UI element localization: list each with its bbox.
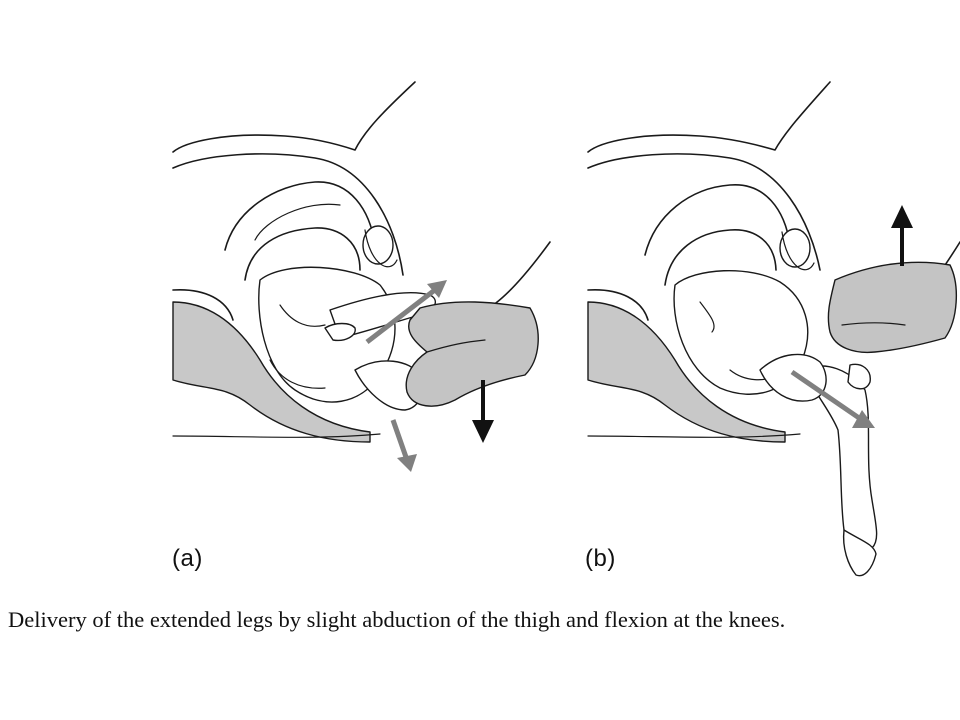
panel-a-illustration xyxy=(165,70,555,590)
pubic-symphysis xyxy=(779,228,811,268)
panel-a-label: (a) xyxy=(172,545,203,572)
fetal-arm xyxy=(699,301,715,333)
fetal-foot xyxy=(324,322,356,342)
leg-delivery-arrow xyxy=(790,369,875,428)
uterine-wall-inner-2 xyxy=(244,227,361,281)
uterine-wall-outer xyxy=(587,153,821,271)
fetal-knee xyxy=(847,363,871,390)
foot-direction-arrow xyxy=(390,419,417,472)
uterine-wall-inner xyxy=(644,184,791,256)
panel-b-illustration xyxy=(580,70,960,590)
abdominal-wall xyxy=(587,81,831,153)
fetal-buttock xyxy=(759,353,827,402)
upward-lift-arrow xyxy=(891,205,913,266)
maternal-thigh-line xyxy=(484,241,551,311)
panel-b-label: (b) xyxy=(585,545,616,572)
uterine-wall-outer xyxy=(172,153,404,276)
abdominal-wall xyxy=(172,81,416,153)
posterior-wall xyxy=(587,433,801,438)
hand-finger-line xyxy=(841,322,906,326)
uterine-cavity xyxy=(254,203,341,241)
fetal-arm xyxy=(279,304,326,327)
perineum-line xyxy=(172,289,234,321)
fetal-back-curve xyxy=(269,359,326,389)
operator-hand xyxy=(405,301,539,407)
pubic-symphysis xyxy=(362,225,394,265)
uterine-wall-inner xyxy=(224,181,376,251)
thigh-abduction-arrow xyxy=(365,280,447,344)
hand-finger-line xyxy=(426,339,486,353)
downward-pressure-arrow xyxy=(472,380,494,443)
perineum-line xyxy=(587,289,649,321)
operator-hand xyxy=(827,261,958,354)
panel-b-drawing xyxy=(587,81,960,577)
perineal-tissue xyxy=(172,301,371,443)
symphysis-outline xyxy=(364,229,398,268)
uterine-wall-inner-2 xyxy=(664,229,777,286)
panel-a-drawing xyxy=(172,81,551,472)
figure-caption: Delivery of the extended legs by slight … xyxy=(8,607,786,632)
perineal-tissue xyxy=(587,301,786,443)
fetal-foot xyxy=(842,529,877,577)
symphysis-outline xyxy=(781,231,815,271)
posterior-wall xyxy=(172,433,381,438)
